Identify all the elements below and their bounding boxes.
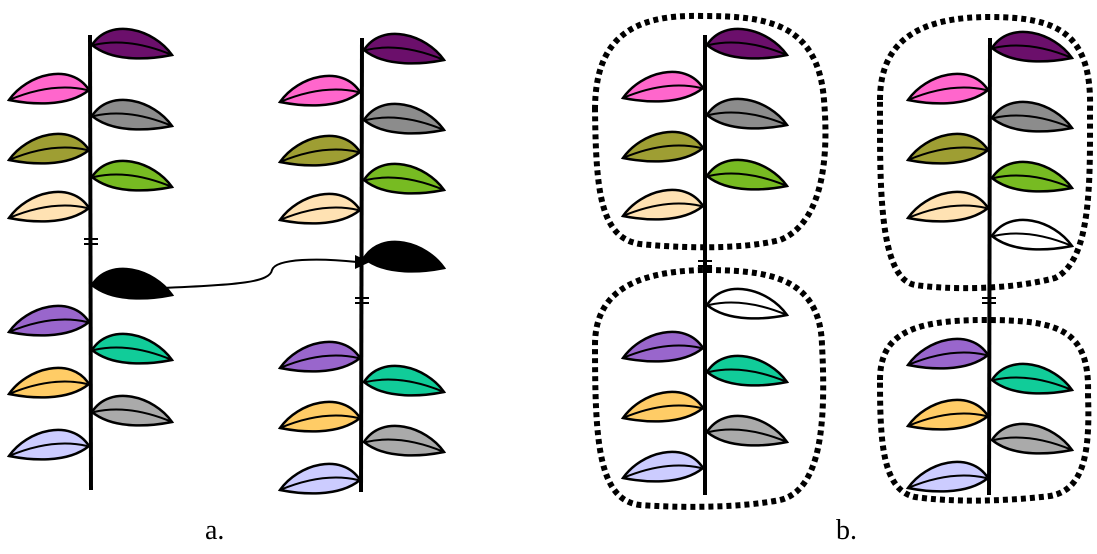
group-outlines	[591, 12, 1094, 510]
plant-b2	[906, 30, 1074, 496]
leaf-orange	[906, 398, 990, 431]
leaf-lavender	[621, 330, 705, 363]
leaf-green	[705, 158, 789, 191]
plant-b1	[621, 27, 789, 495]
leaf-olive	[278, 134, 362, 167]
leaf-light-gray	[90, 394, 174, 427]
leaf-white	[705, 287, 789, 320]
leaf-black	[90, 267, 174, 300]
leaf-periwinkle	[278, 462, 362, 495]
transition-arrow	[159, 255, 370, 289]
leaf-periwinkle	[906, 460, 990, 493]
node-mark	[982, 297, 996, 304]
leaf-pink	[621, 70, 705, 103]
leaf-olive	[621, 130, 705, 163]
leaf-teal	[362, 364, 446, 397]
node-mark	[355, 297, 369, 304]
leaf-pink	[906, 72, 990, 105]
leaf-peach	[7, 190, 91, 223]
leaf-teal	[990, 362, 1074, 395]
leaf-light-gray	[705, 414, 789, 447]
leaf-light-gray	[362, 424, 446, 457]
leaf-dark-purple	[362, 32, 446, 65]
leaf-pink	[7, 72, 91, 105]
leaf-green	[90, 159, 174, 192]
caption-a: a.	[205, 515, 225, 546]
leaf-orange	[7, 366, 91, 399]
caption-b: b.	[836, 515, 857, 546]
leaf-gray	[990, 100, 1074, 133]
leaf-teal	[90, 332, 174, 365]
leaf-gray	[705, 97, 789, 130]
leaf-teal	[705, 354, 789, 387]
stem	[987, 37, 992, 496]
leaf-pink	[278, 74, 362, 107]
leaf-lavender	[906, 337, 990, 370]
leaf-peach	[278, 192, 362, 225]
stem	[359, 37, 364, 493]
group-outline	[876, 13, 1094, 292]
leaf-dark-purple	[90, 27, 174, 60]
leaf-olive	[906, 132, 990, 165]
leaf-peach	[906, 190, 990, 223]
leaf-gray	[90, 98, 174, 131]
leaf-olive	[7, 132, 91, 165]
group-outline	[876, 316, 1092, 504]
leaf-lavender	[7, 304, 91, 337]
leaf-black	[362, 240, 446, 273]
node-mark	[84, 238, 98, 245]
leaf-light-gray	[990, 422, 1074, 455]
leaf-peach	[621, 188, 705, 221]
leaf-dark-purple	[990, 30, 1074, 63]
group-outline	[591, 12, 829, 251]
leaf-lavender	[278, 340, 362, 373]
leaf-gray	[362, 102, 446, 135]
plant-a2	[278, 32, 446, 495]
leaf-periwinkle	[621, 450, 705, 483]
leaf-white	[990, 218, 1074, 251]
plant-a1	[7, 27, 174, 491]
leaf-green	[362, 162, 446, 195]
leaf-green	[990, 160, 1074, 193]
leaf-orange	[621, 390, 705, 423]
leaf-dark-purple	[705, 27, 789, 60]
leaf-periwinkle	[7, 428, 91, 461]
stem	[88, 34, 93, 491]
leaf-orange	[278, 400, 362, 433]
node-mark	[698, 260, 712, 267]
